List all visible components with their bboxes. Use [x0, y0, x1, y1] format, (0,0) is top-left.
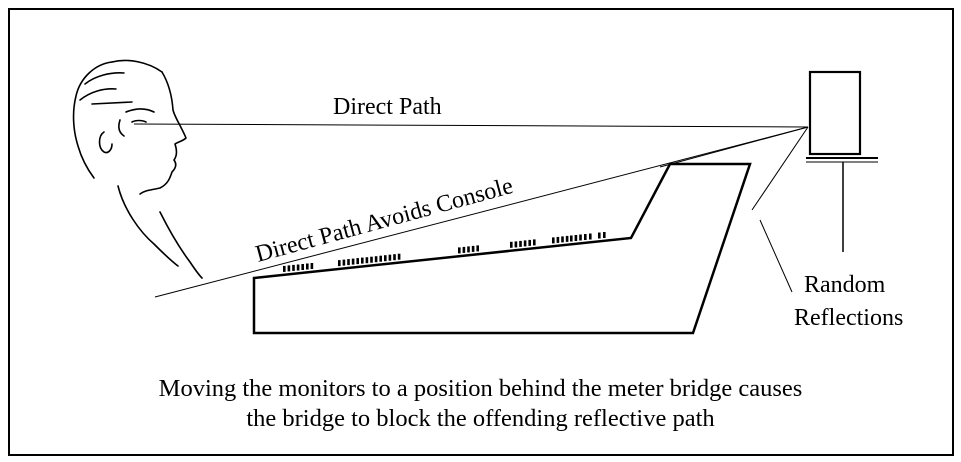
fader-mark	[374, 256, 378, 263]
fader-mark	[510, 241, 513, 248]
reflection-ray	[751, 126, 809, 211]
fader-mark	[565, 235, 569, 242]
fader-mark	[514, 241, 518, 248]
fader-mark	[306, 263, 309, 270]
caption-line-1: Moving the monitors to a position behind…	[158, 375, 803, 402]
fader-mark	[342, 259, 346, 266]
caption-line-2: the bridge to block the offending reflec…	[246, 405, 715, 432]
fader-mark	[287, 265, 291, 272]
fader-mark	[296, 264, 300, 271]
fader-mark	[365, 257, 369, 264]
fader-mark	[561, 236, 564, 243]
fader-mark	[471, 245, 475, 252]
fader-mark	[356, 258, 359, 265]
fader-mark	[570, 235, 573, 242]
direct-path-label: Direct Path	[333, 94, 442, 120]
fader-mark	[379, 255, 382, 262]
random-reflections-pointer	[759, 219, 793, 293]
fader-mark	[556, 236, 560, 243]
console-fader-marks	[283, 232, 606, 272]
console-top-ray	[659, 126, 809, 168]
fader-mark	[584, 234, 587, 240]
fader-mark	[598, 232, 601, 239]
avoid-console-path-line	[154, 126, 809, 298]
fader-mark	[574, 235, 578, 241]
fader-mark	[301, 264, 304, 270]
fader-mark	[523, 240, 527, 247]
mixing-console	[252, 162, 752, 335]
fader-mark	[361, 257, 364, 264]
random-reflections-label-line2: Reflections	[794, 305, 903, 331]
fader-mark	[388, 254, 392, 261]
fader-mark	[393, 254, 396, 261]
diagram-frame	[8, 8, 954, 456]
fader-mark	[458, 247, 461, 254]
direct-path-line	[133, 123, 809, 128]
fader-mark	[579, 234, 582, 241]
random-reflections-label-line1: Random	[804, 272, 886, 298]
fader-mark	[476, 245, 479, 252]
fader-mark	[603, 232, 606, 238]
fader-mark	[528, 239, 531, 246]
fader-mark	[589, 233, 592, 240]
fader-mark	[384, 255, 387, 262]
listener-head-icon	[72, 59, 203, 279]
fader-mark	[310, 263, 314, 269]
fader-mark	[283, 265, 286, 272]
fader-mark	[519, 240, 522, 247]
fader-mark	[533, 239, 536, 246]
fader-mark	[338, 260, 341, 267]
fader-mark	[347, 259, 350, 266]
fader-mark	[467, 246, 470, 253]
fader-mark	[552, 237, 555, 244]
fader-mark	[370, 256, 373, 263]
fader-mark	[397, 253, 401, 260]
fader-mark	[351, 258, 355, 265]
fader-mark	[292, 264, 295, 271]
fader-mark	[462, 246, 466, 253]
monitor-speaker	[808, 70, 862, 156]
